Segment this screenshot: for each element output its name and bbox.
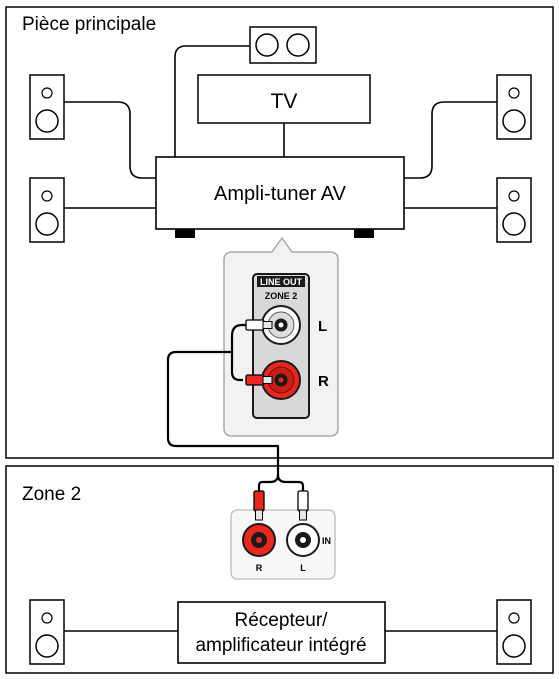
out-left-label: L bbox=[318, 318, 327, 335]
speaker-zone2-left bbox=[29, 599, 65, 665]
speaker-surround-right bbox=[496, 177, 532, 243]
jack-out-right bbox=[261, 360, 301, 400]
jack-out-left bbox=[261, 305, 301, 345]
out-right-label: R bbox=[318, 373, 329, 390]
zone2-frame bbox=[5, 465, 554, 674]
plug-out-left bbox=[245, 319, 273, 331]
main-room-label-bg bbox=[20, 8, 184, 34]
plug-in-right bbox=[253, 490, 265, 521]
main-room-frame bbox=[5, 6, 554, 459]
integrated-amplifier: Récepteur/ amplificateur intégré bbox=[177, 601, 386, 664]
zone2-label: Zone 2 bbox=[22, 484, 81, 505]
jack-in-right bbox=[242, 523, 276, 557]
av-receiver: Ampli-tuner AV bbox=[155, 156, 405, 238]
integrated-amp-label-line2: amplificateur intégré bbox=[195, 635, 366, 656]
plug-in-left bbox=[297, 490, 309, 521]
integrated-amp-label-line1: Récepteur/ bbox=[235, 610, 329, 631]
main-room-label: Pièce principale bbox=[22, 14, 156, 35]
tv: TV bbox=[197, 74, 371, 124]
tv-label: TV bbox=[271, 90, 298, 113]
rca-cable bbox=[166, 323, 305, 492]
line-out-label: LINE OUT bbox=[260, 277, 303, 287]
in-right-label: R bbox=[256, 563, 263, 573]
plug-out-right bbox=[245, 374, 273, 386]
jack-in-left bbox=[286, 523, 320, 557]
speaker-front-right bbox=[496, 74, 532, 140]
speaker-wires-main bbox=[64, 45, 497, 209]
av-receiver-label: Ampli-tuner AV bbox=[214, 183, 347, 205]
line-out-callout: LINE OUT ZONE 2 L R bbox=[223, 236, 339, 437]
speaker-zone2-right bbox=[496, 599, 532, 665]
speaker-front-left bbox=[29, 74, 65, 140]
in-label: IN bbox=[322, 536, 331, 546]
zone2-output-label: ZONE 2 bbox=[265, 291, 298, 301]
in-left-label: L bbox=[300, 563, 306, 573]
speaker-surround-left bbox=[29, 177, 65, 243]
speaker-center bbox=[249, 26, 317, 64]
line-in-callout: R L IN bbox=[230, 509, 336, 580]
